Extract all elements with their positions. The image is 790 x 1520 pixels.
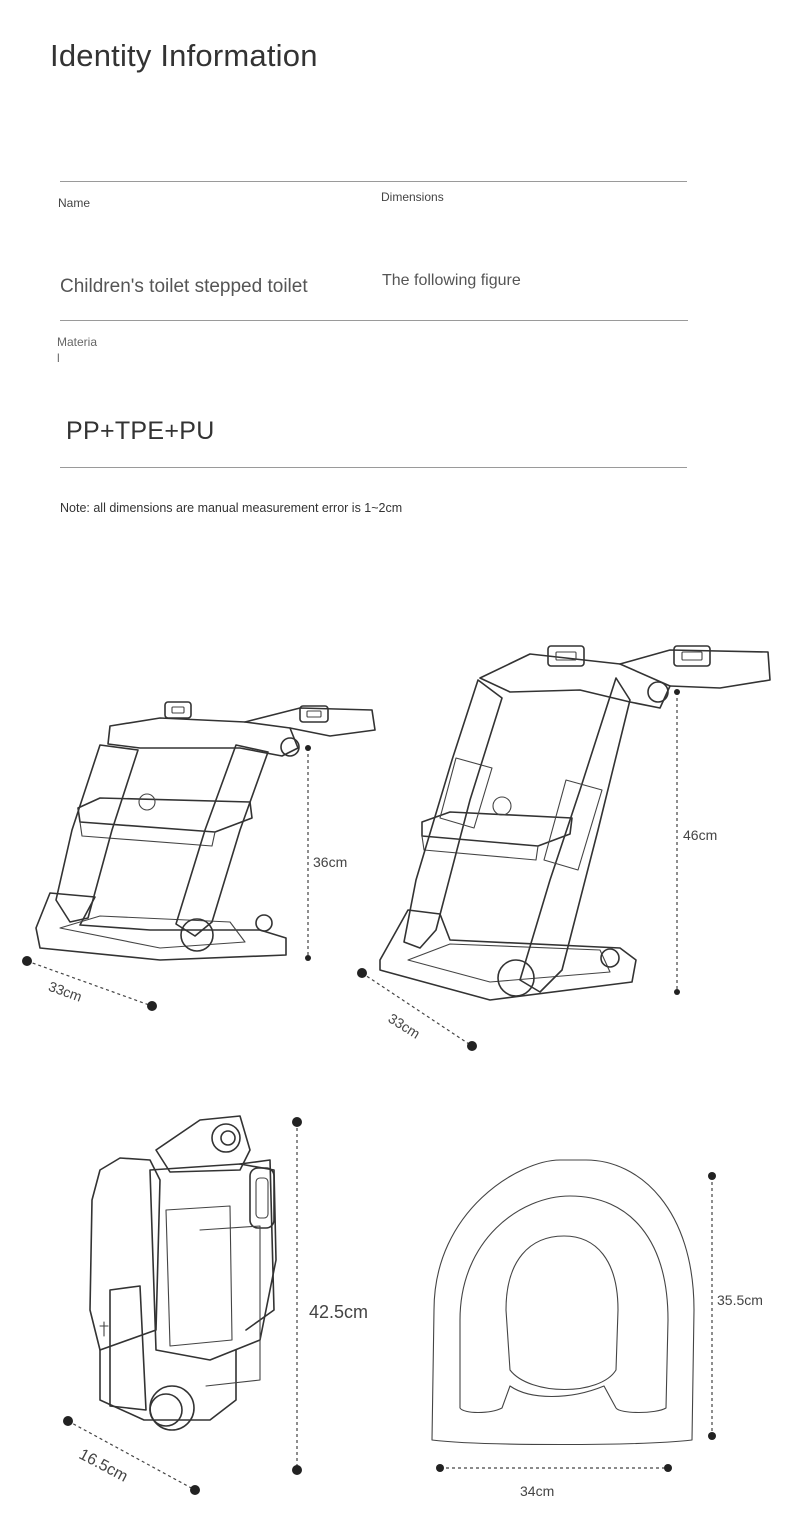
material-value: PP+TPE+PU	[66, 417, 215, 445]
fig1-height-label: 36cm	[313, 854, 348, 870]
dimensions-value: The following figure	[382, 272, 521, 289]
divider-middle	[60, 320, 688, 321]
figure-4-drawing	[431, 1159, 716, 1472]
figure-3-drawing	[63, 1115, 302, 1495]
name-label: Name	[58, 196, 91, 210]
divider-bottom	[60, 467, 687, 468]
fig2-height-label: 46cm	[683, 827, 718, 843]
material-label: Materia	[57, 335, 98, 349]
figure-2-drawing	[357, 645, 771, 1051]
fig3-height-label: 42.5cm	[309, 1302, 369, 1322]
name-value: Children's toilet stepped toilet	[60, 276, 308, 297]
material-label-tail: l	[57, 351, 60, 365]
measurement-note: Note: all dimensions are manual measurem…	[60, 501, 403, 515]
dimensions-label: Dimensions	[381, 190, 444, 204]
figure-1-drawing	[22, 701, 376, 1011]
fig4-height-label: 35.5cm	[717, 1292, 763, 1308]
fig4-width-label: 34cm	[520, 1483, 555, 1499]
divider-top	[60, 181, 687, 182]
page-title: Identity Information	[50, 38, 318, 73]
